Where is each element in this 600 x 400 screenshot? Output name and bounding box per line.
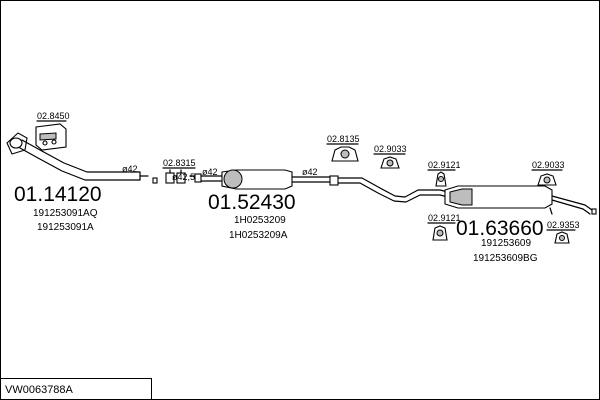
mount-4-label: 02.9033	[532, 160, 565, 170]
clamp-icon[interactable]	[165, 169, 186, 184]
part-number-front: 01.14120	[14, 183, 102, 206]
rear-silencer[interactable]	[337, 177, 597, 215]
diameter-label-3: ø42	[202, 167, 218, 177]
center-silencer[interactable]	[189, 169, 331, 190]
diameter-label-2: ø42,5	[172, 172, 195, 182]
rear-hanger-line	[549, 207, 553, 215]
gasket-kit-label: 02.8450	[37, 111, 70, 121]
connector-clip-icon[interactable]	[152, 177, 158, 184]
mount-1-icon[interactable]	[380, 156, 400, 169]
part-number-rear: 01.63660	[456, 217, 544, 240]
rear-connector-icon[interactable]	[329, 175, 339, 186]
ring-mount-label: 02.8135	[327, 134, 360, 144]
gasket-kit-icon[interactable]	[35, 123, 67, 151]
ring-mount-icon[interactable]	[331, 146, 359, 162]
ref-front-1: 191253091AQ	[33, 208, 98, 219]
ref-center-2: 1H0253209A	[229, 230, 288, 241]
part-number-center: 01.52430	[208, 191, 296, 214]
mount-5-icon[interactable]	[554, 231, 570, 244]
front-pipe[interactable]	[6, 132, 149, 181]
diameter-label-4: ø42	[302, 167, 318, 177]
mount-4-icon[interactable]	[537, 173, 557, 186]
mount-1-label: 02.9033	[374, 144, 407, 154]
clamp-label: 02.8315	[163, 158, 196, 168]
ref-center-1: 1H0253209	[234, 215, 286, 226]
diameter-label-1: ø42	[122, 164, 138, 174]
mount-5-label: 02.9353	[547, 220, 580, 230]
diagram-id: VW0063788A	[5, 384, 74, 396]
mount-2-icon[interactable]	[435, 171, 447, 187]
ref-front-2: 191253091A	[37, 222, 94, 233]
mount-3-label: 02.9121	[428, 213, 461, 223]
mount-3-icon[interactable]	[432, 225, 448, 241]
ref-rear-2: 191253609BG	[473, 253, 538, 264]
mount-2-label: 02.9121	[428, 160, 461, 170]
ref-rear-1: 191253609	[481, 238, 531, 249]
